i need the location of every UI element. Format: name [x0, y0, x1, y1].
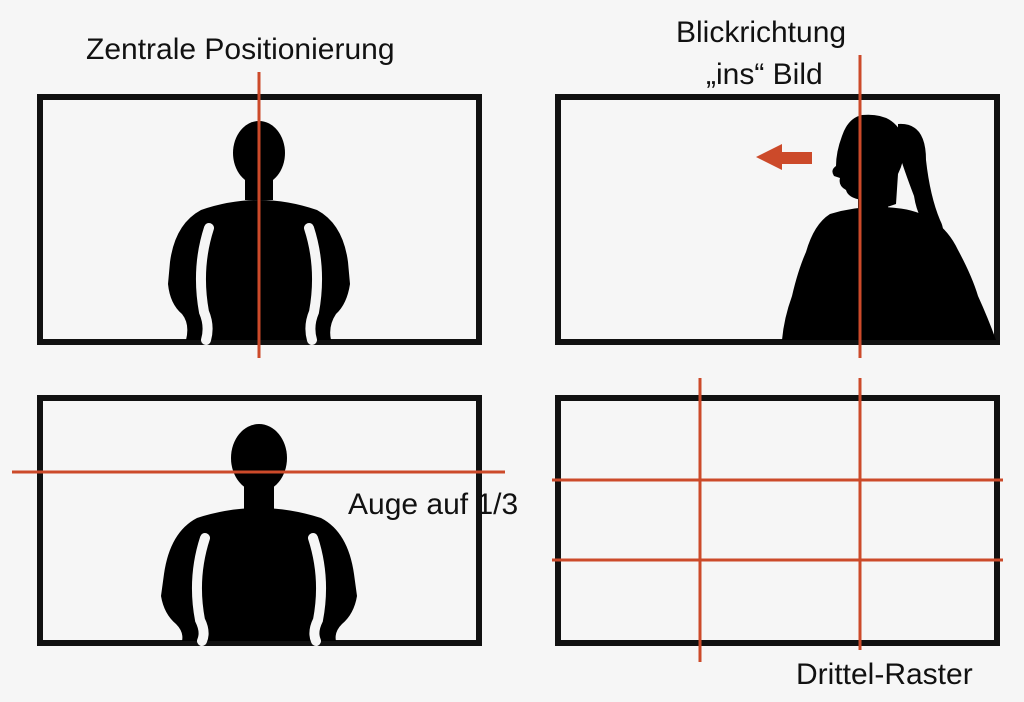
label-gaze-line2: „ins“ Bild: [706, 58, 823, 91]
label-gaze-line1: Blickrichtung: [676, 16, 847, 49]
panel-eye: [12, 395, 505, 646]
label-eye-third: Auge auf 1/3: [348, 488, 519, 521]
silhouette-woman-profile: [782, 114, 996, 340]
frame-gaze: [555, 94, 1000, 345]
panel-thirds: [552, 378, 1003, 662]
silhouette-man-front-low: [161, 424, 357, 641]
frame-thirds: [555, 395, 1000, 646]
label-rule-of-thirds: Drittel-Raster: [796, 658, 973, 691]
label-central-positioning: Zentrale Positionierung: [86, 33, 395, 66]
panel-gaze: [555, 55, 1000, 358]
frame-eye: [37, 395, 482, 646]
arrow-left-icon: [756, 144, 812, 170]
panel-central: [37, 72, 482, 358]
